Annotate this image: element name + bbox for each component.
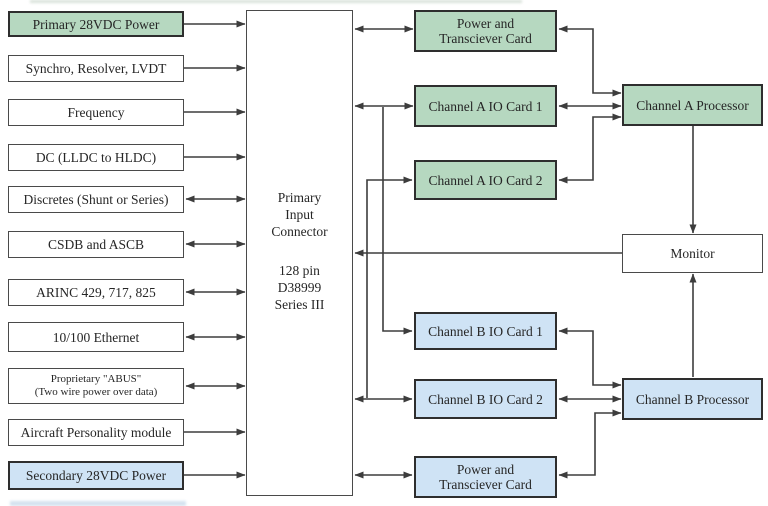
card-label: Channel A IO Card 2: [428, 172, 543, 188]
connector-spec: 128 pin D38999 Series III: [275, 262, 325, 313]
wire-chb-io1-chb-processor: [558, 327, 622, 389]
wire-power-card-b-chb-processor: [558, 409, 622, 479]
card-channel-a-io-2: Channel A IO Card 2: [414, 160, 557, 200]
input-label: Discretes (Shunt or Series): [23, 192, 169, 207]
connector-spec-line: Series III: [274, 297, 325, 312]
card-power-transciever-b: Power and Transciever Card: [414, 456, 557, 498]
input-label-line2: (Two wire power over data): [34, 386, 158, 398]
monitor-label: Monitor: [670, 246, 715, 261]
box-monitor: Monitor: [622, 234, 763, 273]
card-label-line2: Transciever Card: [439, 31, 532, 46]
input-box-ethernet: 10/100 Ethernet: [8, 322, 184, 352]
connector-spec-line: D38999: [277, 280, 322, 295]
card-power-transciever-a: Power and Transciever Card: [414, 10, 557, 52]
card-label: Channel A IO Card 1: [428, 98, 543, 114]
connector-title-line: Connector: [271, 224, 328, 239]
input-label: Secondary 28VDC Power: [25, 468, 167, 483]
connector-spec-line: 128 pin: [279, 263, 320, 278]
wire-power-card-a-cha-processor: [558, 25, 622, 97]
input-box-abus: Proprietary "ABUS" (Two wire power over …: [8, 368, 184, 404]
cropped-artifact-top: [30, 0, 522, 3]
input-label: Frequency: [67, 105, 125, 120]
card-channel-b-io-2: Channel B IO Card 2: [414, 379, 557, 419]
connector-title: Primary Input Connector: [271, 189, 327, 240]
card-label: Channel B IO Card 2: [428, 391, 543, 407]
box-channel-b-processor: Channel B Processor: [622, 378, 763, 420]
wire-branch-cha-io2: [366, 176, 413, 398]
input-box-synchro-resolver-lvdt: Synchro, Resolver, LVDT: [8, 55, 184, 82]
input-box-discretes: Discretes (Shunt or Series): [8, 186, 184, 213]
cropped-artifact-bottom: [10, 501, 186, 506]
card-label-line1: Power and: [456, 16, 515, 31]
wire-cha-io2-cha-processor: [558, 113, 622, 184]
input-label: CSDB and ASCB: [47, 237, 145, 252]
input-box-aircraft-personality-module: Aircraft Personality module: [8, 419, 184, 446]
input-box-dc-lldc-hldc: DC (LLDC to HLDC): [8, 144, 184, 171]
processor-label: Channel B Processor: [635, 391, 750, 407]
input-label: DC (LLDC to HLDC): [35, 150, 157, 165]
box-channel-a-processor: Channel A Processor: [622, 84, 763, 126]
card-label-line2: Transciever Card: [439, 477, 532, 492]
card-channel-a-io-1: Channel A IO Card 1: [414, 85, 557, 127]
input-label: ARINC 429, 717, 825: [36, 285, 156, 300]
input-label: Primary 28VDC Power: [32, 16, 160, 32]
input-box-arinc: ARINC 429, 717, 825: [8, 279, 184, 306]
card-label-line1: Power and: [456, 462, 515, 477]
connector-title-line: Input: [285, 207, 314, 222]
primary-input-connector-box: Primary Input Connector 128 pin D38999 S…: [246, 10, 353, 496]
input-label: Synchro, Resolver, LVDT: [25, 61, 167, 76]
input-label: Proprietary "ABUS": [50, 373, 142, 385]
card-channel-b-io-1: Channel B IO Card 1: [414, 312, 557, 350]
input-box-csdb-ascb: CSDB and ASCB: [8, 231, 184, 258]
input-box-frequency: Frequency: [8, 99, 184, 126]
input-box-primary-28vdc-power: Primary 28VDC Power: [8, 11, 184, 37]
input-label: 10/100 Ethernet: [52, 329, 140, 345]
card-label: Channel B IO Card 1: [428, 323, 543, 339]
processor-label: Channel A Processor: [636, 97, 749, 113]
input-box-secondary-28vdc-power: Secondary 28VDC Power: [8, 461, 184, 490]
wire-branch-chb-io1: [382, 107, 413, 335]
input-label: Aircraft Personality module: [20, 425, 172, 440]
connector-title-line: Primary: [277, 190, 322, 205]
